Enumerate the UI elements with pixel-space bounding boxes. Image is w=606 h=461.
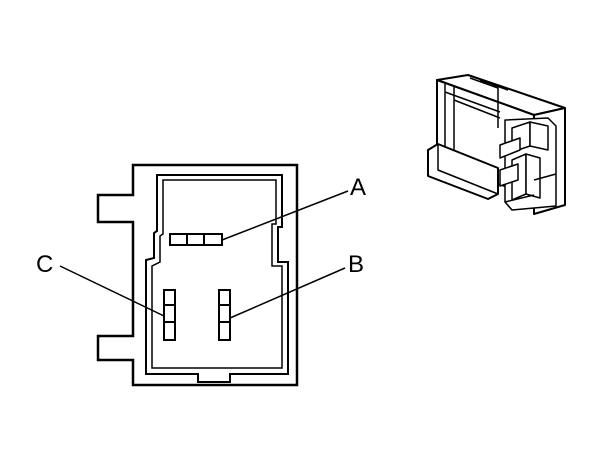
leader-lines bbox=[59, 190, 349, 319]
connector-front-detail bbox=[499, 117, 557, 211]
connector-housing-outline bbox=[96, 163, 299, 387]
connector-cavity-outline bbox=[145, 174, 289, 383]
connector-face-view bbox=[96, 163, 299, 387]
terminal-c bbox=[163, 289, 176, 341]
leader-line-b bbox=[229, 267, 346, 319]
terminal-b bbox=[218, 289, 231, 341]
leader-line-c bbox=[59, 265, 165, 317]
leader-line-a bbox=[221, 190, 349, 241]
connector-isometric-view bbox=[427, 74, 566, 215]
pin-label-b: B bbox=[348, 251, 364, 278]
terminal-a bbox=[169, 233, 223, 246]
connector-inner-wall bbox=[151, 179, 283, 369]
pin-label-a: A bbox=[350, 174, 366, 201]
pin-label-c: C bbox=[36, 251, 53, 278]
